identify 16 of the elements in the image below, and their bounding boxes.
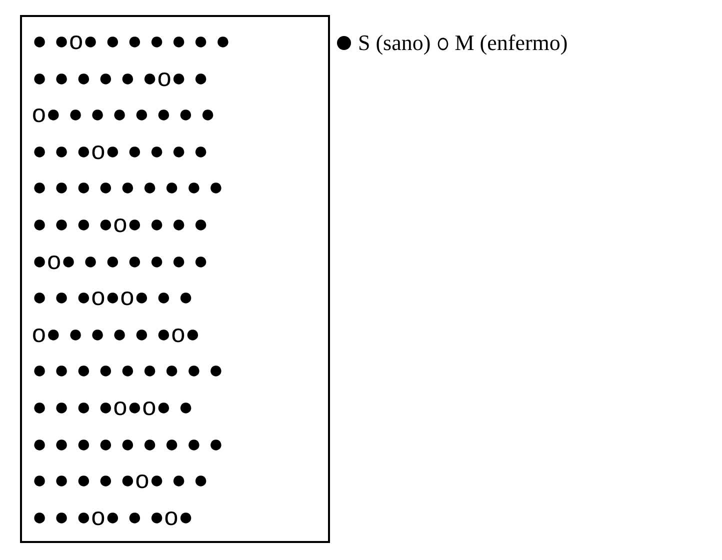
symbol-row: ● ● ● ● ● ●o● ● xyxy=(32,64,208,92)
symbol-row: ● ● ●o●o● ● ● xyxy=(32,283,194,312)
symbol-row: ● ● ● ● ● ● ● ● ● xyxy=(32,356,224,384)
symbol-row: o● ● ● ● ● ● ● ● xyxy=(32,100,216,128)
symbol-row: ● ● ●o● ● ● ● ● xyxy=(32,136,208,165)
symbol-row: ●o● ● ● ● ● ● ● xyxy=(32,246,208,275)
symbol-row: ● ●o● ● ● ● ● ● ● xyxy=(32,27,230,55)
legend-text: S (sano) xyxy=(358,30,431,56)
symbol-row: ● ● ● ● ● ● ● ● ● xyxy=(32,173,224,202)
symbol-row: ● ● ●o● ● ●o● xyxy=(32,502,194,531)
legend-text: M (enfermo) xyxy=(454,30,568,56)
symbol-row: ● ● ● ●o● ● ● ● xyxy=(32,210,208,238)
symbol-row: o● ● ● ● ● ●o● xyxy=(32,320,200,348)
symbol-row: ● ● ● ●o●o● ● xyxy=(32,393,194,421)
symbol-row: ● ● ● ● ●o● ● ● xyxy=(32,466,208,494)
symbol-row: ● ● ● ● ● ● ● ● ● xyxy=(32,430,224,458)
